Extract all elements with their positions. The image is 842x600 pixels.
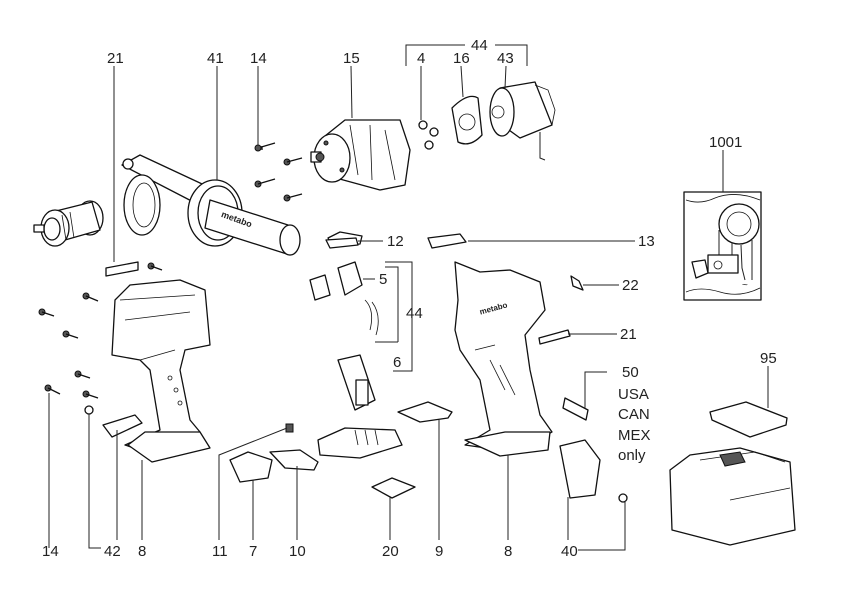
part-label-4: 4 (417, 50, 425, 67)
part-label-13: 13 (638, 233, 655, 250)
part-label-12: 12 (387, 233, 404, 250)
switch-and-electronics (309, 231, 403, 459)
part-label-40: 40 (561, 543, 578, 560)
part-label-21: 21 (107, 50, 124, 67)
part-label-42: 42 (104, 543, 121, 560)
note-line-can: CAN (618, 406, 650, 423)
part-label-50: 50 (622, 364, 639, 381)
wiring-schematic: ~ (683, 191, 762, 301)
drill-chuck (33, 200, 104, 247)
part-label-14: 14 (250, 50, 267, 67)
part-label-8-right: 8 (504, 543, 512, 560)
part-label-41: 41 (207, 50, 224, 67)
label-sticker-20 (371, 477, 416, 499)
belt-hook (559, 439, 601, 499)
part-label-43: 43 (497, 50, 514, 67)
part-10-bracket (269, 449, 319, 471)
part-12-cover (325, 237, 359, 249)
screws-left (38, 292, 99, 415)
part-label-16: 16 (453, 50, 470, 67)
battery-pack (669, 401, 796, 546)
part-label-7: 7 (249, 543, 257, 560)
leader-lines (48, 44, 769, 551)
part-label-5: 5 (379, 271, 387, 288)
part-label-20: 20 (382, 543, 399, 560)
part-label-6: 6 (393, 354, 401, 371)
label-sticker-22 (570, 275, 584, 291)
part-labels: 21 41 14 15 4 16 43 44 1001 12 13 5 44 6… (42, 37, 777, 560)
part-label-21-right: 21 (620, 326, 637, 343)
part-label-44-top: 44 (471, 37, 488, 54)
side-handle: metabo (121, 154, 301, 256)
led-module (229, 451, 273, 483)
screws-motor (418, 120, 439, 150)
ac-symbol: ~ (742, 280, 748, 291)
part-label-95: 95 (760, 350, 777, 367)
part-label-11: 11 (212, 543, 228, 560)
label-sticker-21 (105, 261, 139, 277)
spring (285, 423, 294, 433)
part-label-14-bottom: 14 (42, 543, 59, 560)
gearbox (310, 119, 411, 191)
region-note-50: USA CAN MEX only (618, 386, 651, 464)
part-label-9: 9 (435, 543, 443, 560)
part-label-22: 22 (622, 277, 639, 294)
note-line-mex: MEX (618, 427, 651, 444)
note-line-only: only (618, 447, 646, 464)
part-label-44-mid: 44 (406, 305, 423, 322)
housing-right: metabo (454, 261, 553, 457)
part-label-8-left: 8 (138, 543, 146, 560)
screws-top (147, 142, 303, 271)
motor (489, 81, 556, 161)
note-line-usa: USA (618, 386, 649, 403)
label-sticker-50 (562, 397, 589, 421)
label-sticker-21-right (538, 329, 571, 345)
part-label-1001: 1001 (709, 134, 742, 151)
belt-hook-screw (618, 493, 628, 503)
housing-left (111, 279, 211, 463)
part-9-frame (397, 401, 453, 423)
part-13-slider (427, 233, 467, 249)
part-label-15: 15 (343, 50, 360, 67)
belt-clip-part (102, 414, 143, 438)
brush-plate (451, 95, 483, 145)
part-label-10: 10 (289, 543, 306, 560)
